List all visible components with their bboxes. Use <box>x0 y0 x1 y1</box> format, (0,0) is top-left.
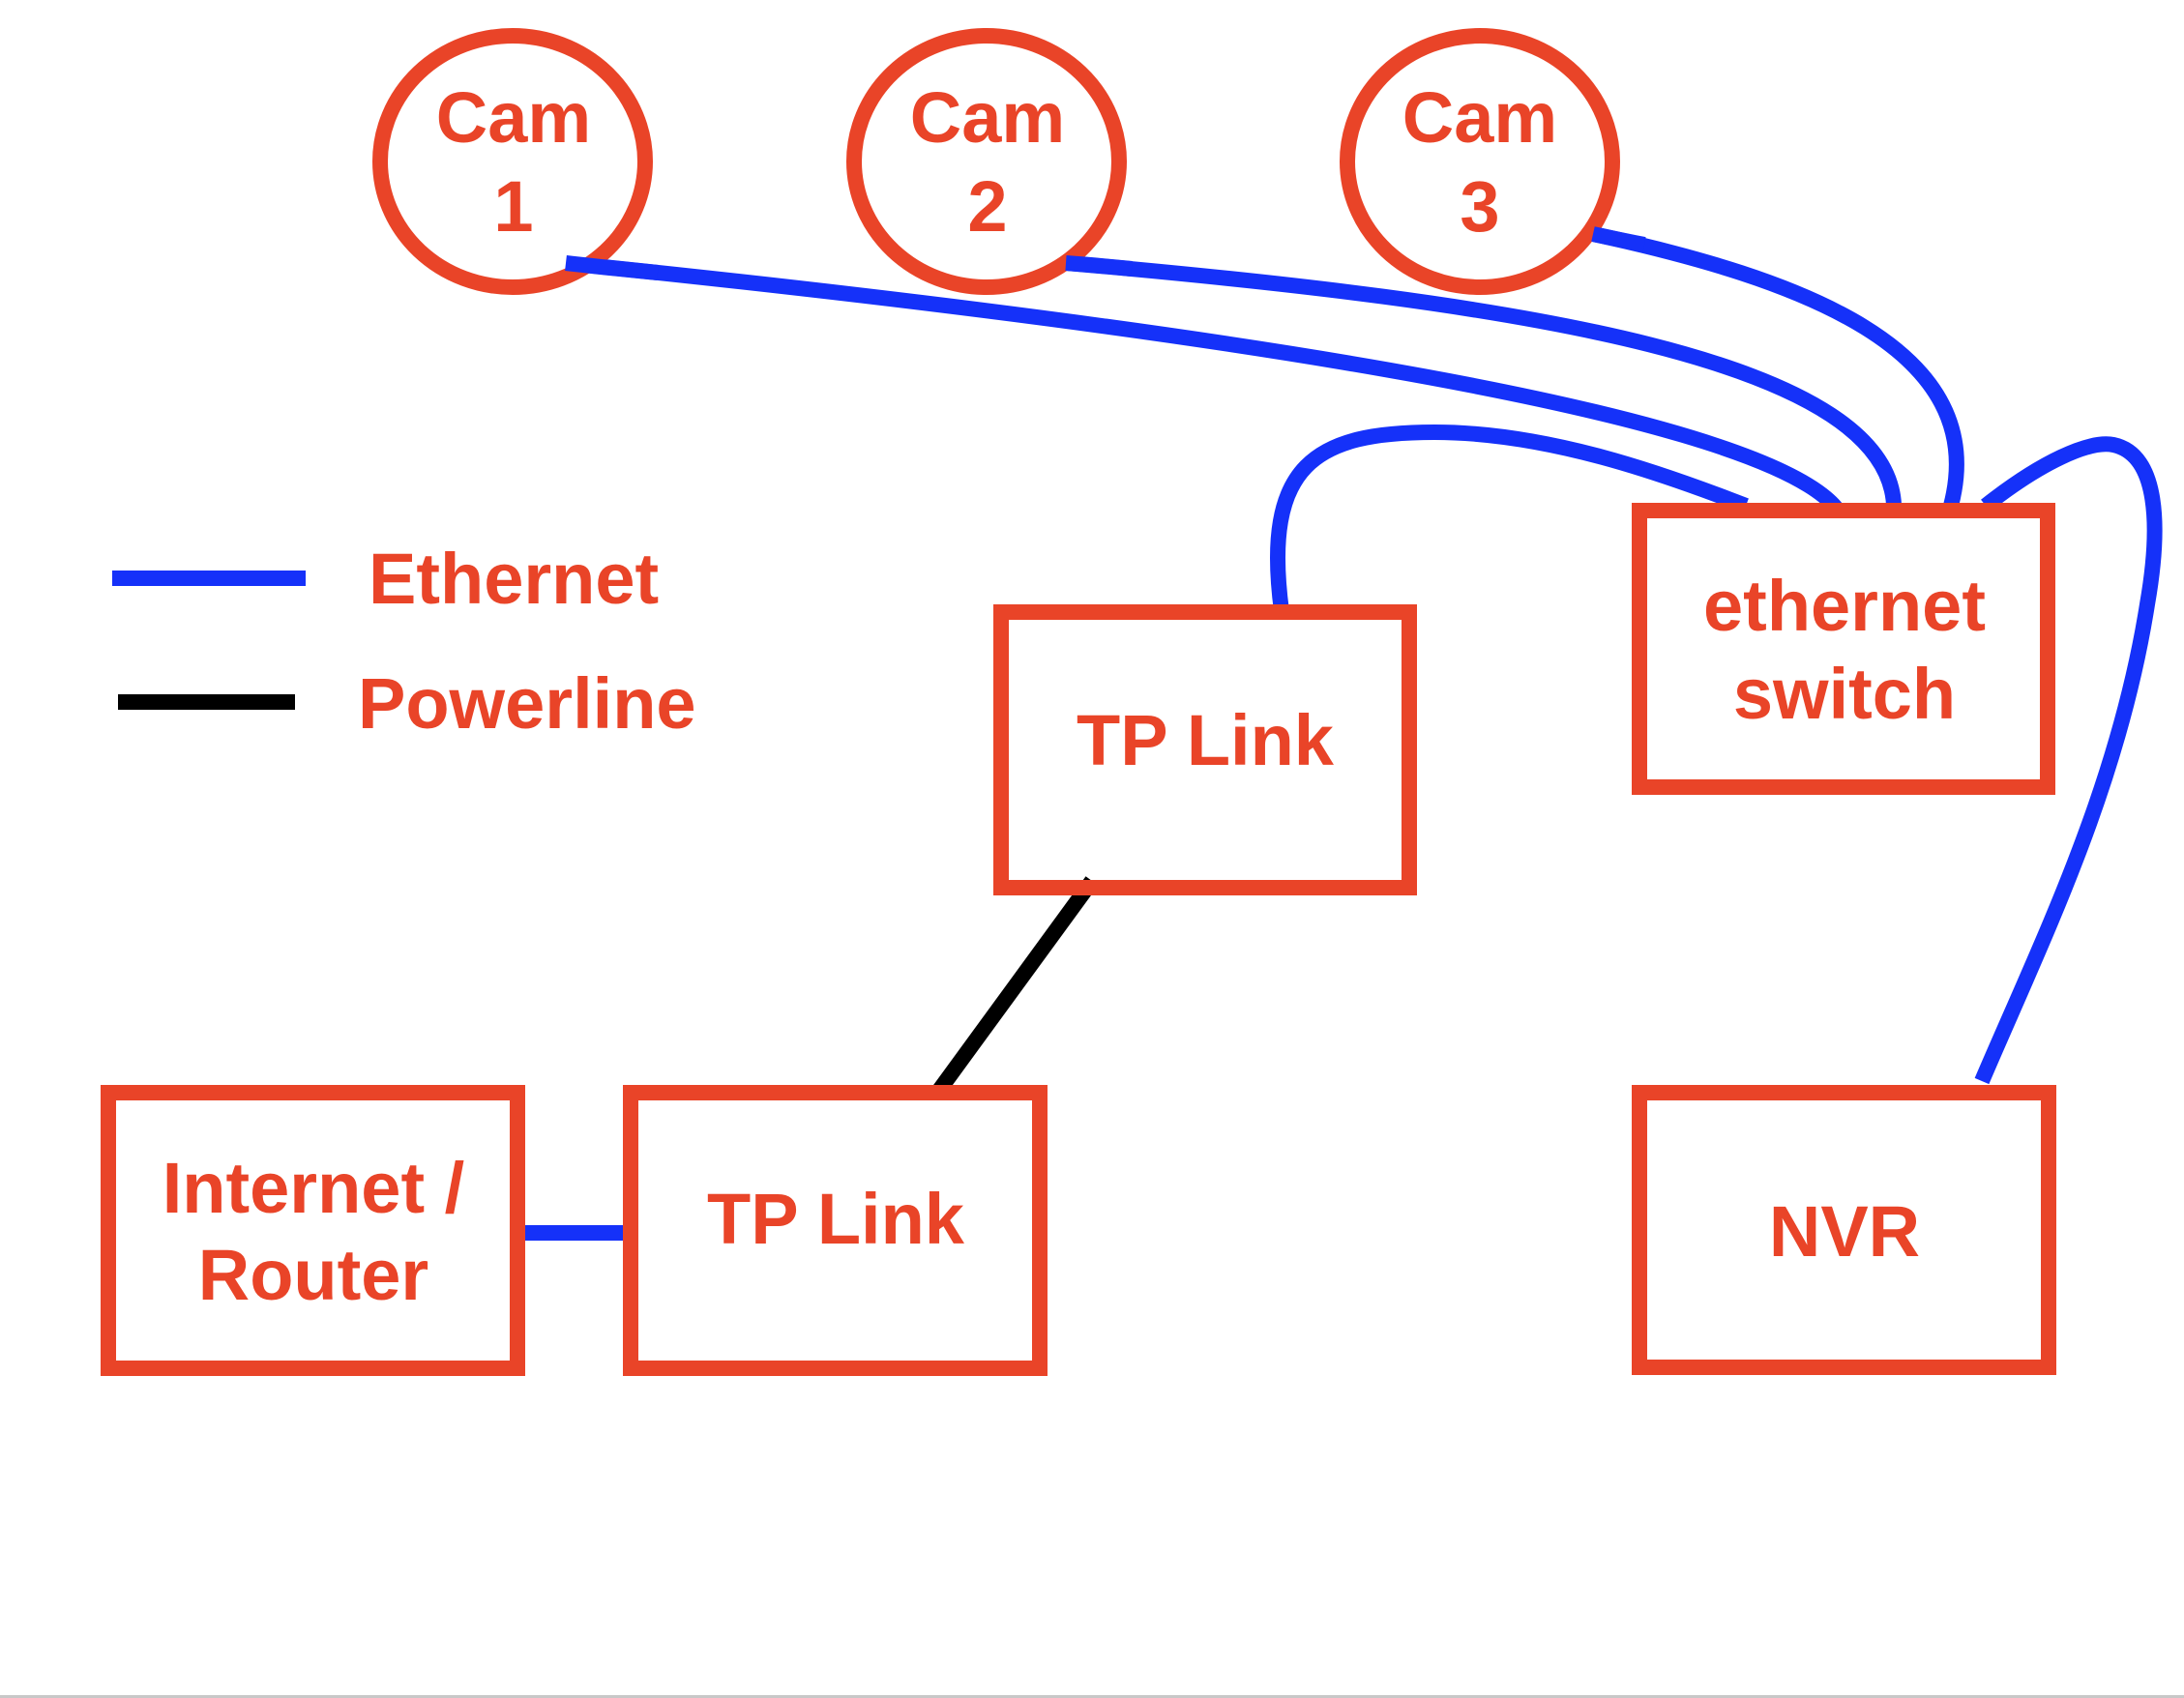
cam3-label-line2: 3 <box>1460 166 1499 247</box>
cam3-node <box>1340 28 1620 295</box>
cam1-label-line1: Cam <box>436 77 591 158</box>
cable-cam2-switch <box>1065 255 1903 516</box>
switch-box <box>1632 503 2055 795</box>
cable-cam2-start <box>1065 255 1133 277</box>
cam2-node <box>846 28 1127 295</box>
powerline-tplink-tplink <box>929 876 1099 1100</box>
tplink-lower-label: TP Link <box>707 1179 965 1259</box>
cable-switch-nvr <box>1974 436 2163 1085</box>
cam2-label-line1: Cam <box>910 77 1065 158</box>
nvr-label: NVR <box>1769 1191 1920 1272</box>
legend-ethernet-label: Ethernet <box>369 539 659 619</box>
switch-label-line1: ethernet <box>1703 566 1986 646</box>
cable-tplink-switch <box>1270 424 1749 613</box>
tplink-upper-box <box>993 604 1417 895</box>
cable-cam3-start <box>1591 226 1646 252</box>
cable-cam3-switch <box>1591 226 1964 509</box>
cam1-node <box>372 28 653 295</box>
bottom-divider <box>0 1695 2184 1698</box>
cable-cam1-start <box>565 255 659 280</box>
tplink-upper-label: TP Link <box>1077 700 1335 780</box>
router-box <box>101 1085 525 1376</box>
tplink-lower-box <box>623 1085 1048 1376</box>
router-label-line1: Internet / <box>162 1148 464 1228</box>
cam2-label-line2: 2 <box>967 166 1007 247</box>
nvr-box <box>1632 1085 2056 1375</box>
router-label-line2: Router <box>198 1235 428 1315</box>
cam3-label-line1: Cam <box>1402 77 1557 158</box>
cam1-label-line2: 1 <box>493 166 533 247</box>
cable-cam1-switch <box>565 255 1843 513</box>
legend-powerline-label: Powerline <box>358 663 696 744</box>
switch-label-line2: switch <box>1733 654 1956 734</box>
